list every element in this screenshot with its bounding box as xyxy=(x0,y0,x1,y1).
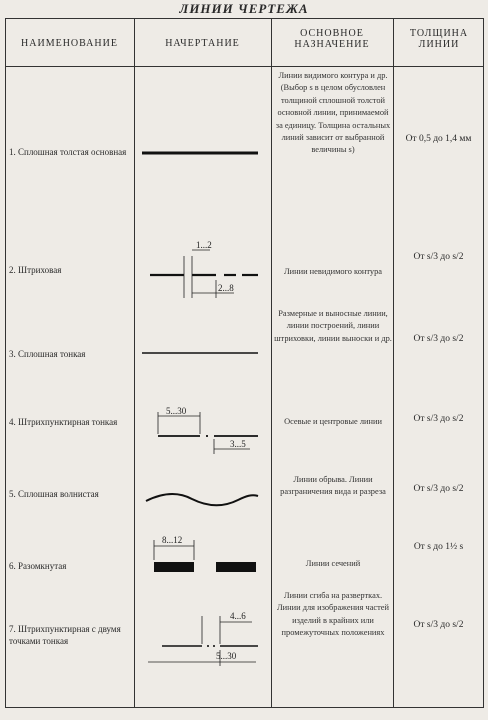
row-name: 4. Штрихпунктирная тонкая xyxy=(9,417,118,427)
row-name: 1. Сплошная толстая основная xyxy=(9,147,127,157)
column-divider xyxy=(5,18,6,708)
row-purpose: Осевые и центровые линии xyxy=(284,417,382,426)
row-thickness: От s/3 до s/2 xyxy=(413,334,464,344)
row-thickness: От 0,5 до 1,4 мм xyxy=(405,134,472,144)
row-thickness: От s/3 до s/2 xyxy=(413,484,464,494)
row-thickness: От s/3 до s/2 xyxy=(413,620,464,630)
line-samples: 1...2 2...8 5...30 3...5 8...12 xyxy=(142,151,259,666)
row-name: 7. Штрихпунктирная с двумя точками тонка… xyxy=(9,624,121,646)
row-thickness: От s до 1½ s xyxy=(413,542,464,552)
row-name: 3. Сплошная тонкая xyxy=(9,349,86,359)
header-drawing: НАЧЕРТАНИЕ xyxy=(165,38,240,49)
row-name: 5. Сплошная волнистая xyxy=(9,489,99,499)
row-name: 6. Разомкнутая xyxy=(9,561,67,571)
wavy-line-sample xyxy=(145,493,259,507)
row-thickness: От s/3 до s/2 xyxy=(413,252,464,262)
row-purpose: Линии сгиба на развертках. Линии для изо… xyxy=(277,591,389,638)
dash-length-dimension: 2...8 xyxy=(218,283,234,293)
dashed-line-sample xyxy=(150,249,258,298)
gap-dimension: 4...6 xyxy=(230,611,246,621)
column-divider xyxy=(483,18,484,708)
row-purpose: Линии сечений xyxy=(305,559,361,568)
column-divider xyxy=(271,18,272,708)
row-name: 2. Штриховая xyxy=(9,265,62,275)
line-types-table: НАИМЕНОВАНИЕ НАЧЕРТАНИЕ ОСНОВНОЕ НАЗНАЧЕ… xyxy=(5,18,484,708)
dash-length-dimension: 5...30 xyxy=(166,406,187,416)
column-divider xyxy=(134,18,135,708)
row-purpose: Линии обрыва. Линии разграничения вида и… xyxy=(280,475,386,497)
dash-length-dimension: 5...30 xyxy=(216,651,237,661)
page-title: ЛИНИИ ЧЕРТЕЖА xyxy=(179,1,309,16)
table-border-top xyxy=(5,18,484,19)
table-border-bottom xyxy=(5,707,484,708)
section-line-sample xyxy=(153,540,256,572)
row-thickness: От s/3 до s/2 xyxy=(413,414,464,424)
dash-double-dot-line-sample xyxy=(148,616,258,666)
header-name: НАИМЕНОВАНИЕ xyxy=(21,38,118,49)
header-divider xyxy=(5,66,484,67)
column-divider xyxy=(393,18,394,708)
row-purpose: Линии невидимого контура xyxy=(283,267,383,276)
dash-dot-line-sample xyxy=(157,412,258,454)
row-purpose: Линии видимого контура и др. (Выбор s в … xyxy=(275,71,391,155)
stroke-length-dimension: 8...12 xyxy=(162,535,182,545)
dash-gap-dimension: 1...2 xyxy=(196,240,212,250)
header-purpose: ОСНОВНОЕ НАЗНАЧЕНИЕ xyxy=(294,28,370,50)
row-purpose: Размерные и выносные линии, линии постро… xyxy=(274,309,392,343)
gap-length-dimension: 3...5 xyxy=(230,439,246,449)
header-thickness: ТОЛЩИНА ЛИНИИ xyxy=(409,28,469,50)
